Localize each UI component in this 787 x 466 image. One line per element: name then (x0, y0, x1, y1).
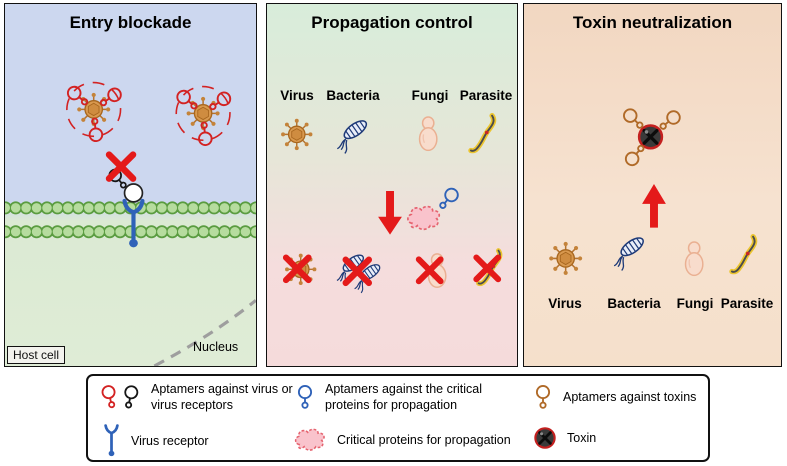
legend-item: Critical proteins for propagation (292, 426, 511, 453)
panel-title: Entry blockade (69, 13, 192, 32)
legend-label: Aptamers against the critical proteins f… (325, 382, 483, 413)
pathogen-label-bacteria: Bacteria (607, 296, 661, 311)
down-arrow-icon (378, 190, 402, 235)
pathogen-label-fungi: Fungi (411, 88, 449, 103)
legend-item: Aptamers against toxins (532, 381, 696, 411)
up-arrow-icon (642, 184, 666, 228)
toxin-neutralization-art (548, 105, 781, 277)
legend-item: Toxin (532, 425, 596, 451)
fungi-icon (418, 116, 438, 152)
legend-label: Aptamers against virus or virus receptor… (151, 382, 293, 413)
panel-title: Propagation control (311, 13, 473, 32)
toxin-aptamer-icon (656, 107, 684, 134)
aptamers-critical-proteins-icon (297, 384, 313, 409)
nucleus-outline (153, 299, 256, 366)
toxin-aptamer-complex (620, 105, 684, 169)
legend-item: Aptamers against virus or virus receptor… (98, 381, 299, 414)
virus-aptamer-complex (175, 87, 233, 146)
pathogen-label-parasite: Parasite (720, 296, 774, 311)
cell-membrane (5, 201, 256, 239)
bacteria-icon (336, 116, 370, 155)
panel-entry-blockade: Entry blockade Host cell Nucleus (4, 3, 257, 367)
fungi-icon (684, 241, 704, 277)
legend-item: Virus receptor (102, 423, 209, 457)
legend: Aptamers against virus or virus receptor… (86, 374, 710, 462)
host-cell-label: Host cell (7, 346, 66, 364)
pathogen-label-virus: Virus (548, 296, 582, 311)
parasite-icon (732, 237, 755, 272)
entry-blockade-art (5, 4, 256, 366)
toxin-icon (533, 426, 557, 450)
panel-toxin-neutralization: Toxin neutralization Virus Bacteria (523, 3, 782, 367)
pathogen-label-parasite: Parasite (459, 88, 513, 103)
virus-receptor-icon (104, 424, 119, 457)
parasite-icon (471, 116, 494, 151)
aptamers-toxins-icon (535, 384, 551, 409)
legend-label: Toxin (567, 431, 597, 445)
virus-icon (548, 241, 583, 276)
protein-aptamer-icon (435, 185, 462, 213)
critical-protein-icon (407, 205, 441, 231)
pathogen-label-fungi: Fungi (676, 296, 714, 311)
legend-label: Aptamers against toxins (563, 390, 697, 404)
legend-label: Virus receptor (131, 434, 209, 448)
pathogen-label-bacteria: Bacteria (326, 88, 380, 103)
bacteria-icon (613, 233, 647, 272)
blocked-virus-particle (123, 183, 144, 203)
panel-title: Toxin neutralization (572, 13, 733, 32)
aptamers-virus-receptors-icon (100, 383, 140, 410)
legend-item: Aptamers against the critical proteins f… (294, 381, 495, 414)
propagation-control-art (280, 4, 517, 294)
virus-aptamer-complex (65, 83, 123, 142)
panel-propagation-control: Propagation control (266, 3, 518, 367)
pathogen-label-virus: Virus (280, 88, 314, 103)
nucleus-label: Nucleus (193, 340, 239, 354)
legend-label: Critical proteins for propagation (337, 433, 511, 447)
virus-icon (280, 117, 314, 151)
critical-proteins-icon (294, 428, 325, 451)
protein-aptamer-complex (407, 185, 462, 231)
toxin-icon (637, 123, 664, 150)
